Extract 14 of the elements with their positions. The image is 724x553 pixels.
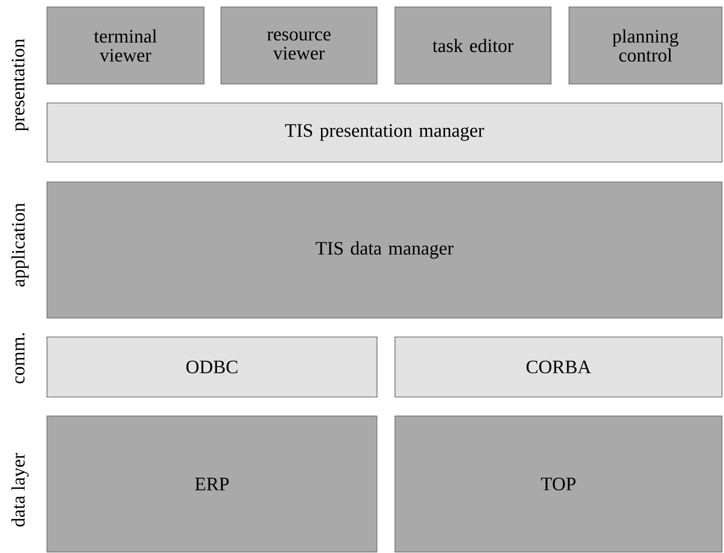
layer-box: TOP: [394, 416, 722, 552]
layer-box: TIS data manager: [46, 182, 722, 318]
layer-box: CORBA: [394, 336, 722, 398]
layer-box: TIS presentation manager: [46, 102, 722, 162]
layer-box: ERP: [46, 416, 378, 552]
layer-box: ODBC: [46, 336, 378, 398]
side-label: data layer: [11, 452, 29, 526]
side-label: comm.: [15, 333, 25, 384]
side-label: presentation: [12, 38, 28, 132]
side-label: application: [11, 203, 29, 287]
layer-box: planning control: [568, 6, 722, 84]
layer-box: resource viewer: [220, 6, 378, 84]
layer-box: task editor: [394, 6, 552, 84]
layer-box: terminal viewer: [46, 6, 204, 84]
